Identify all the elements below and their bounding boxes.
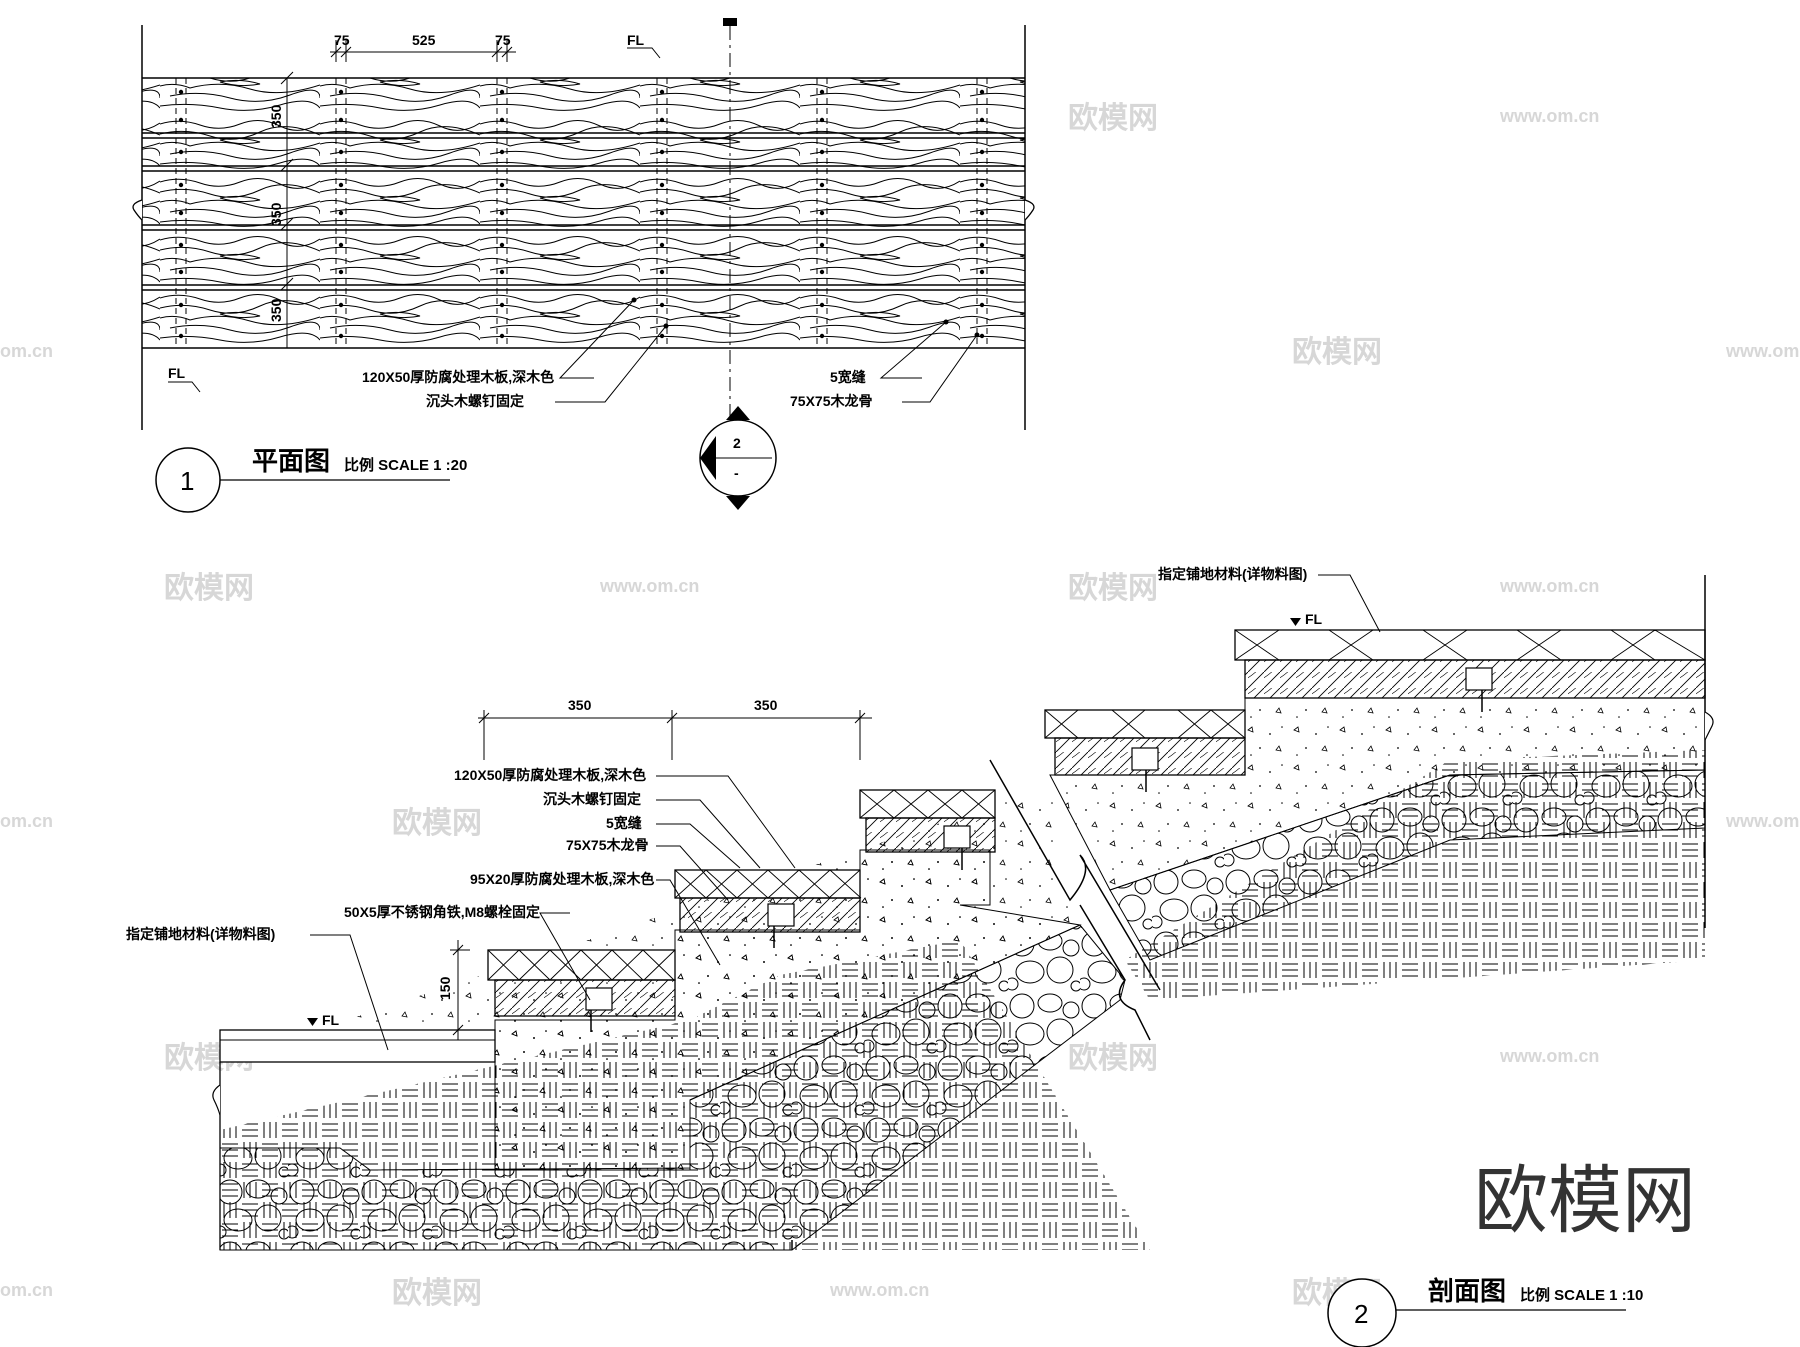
section-floor-note: 指定铺地材料(详物料图) (1158, 566, 1307, 582)
watermark-url: om.cn (0, 1280, 53, 1300)
section-note: 75X75木龙骨 (566, 837, 648, 853)
plan-note: 75X75木龙骨 (790, 393, 872, 409)
watermark-logo: 欧模网 (1068, 1041, 1158, 1076)
section-view-marker (1327, 1278, 1397, 1347)
watermark-url: www.om.cn (1499, 1046, 1599, 1066)
plan-view-number: 1 (180, 466, 194, 496)
plan-note: 沉头木螺钉固定 (426, 393, 524, 409)
section-view: FL FL 350 350 150 (126, 566, 1714, 1347)
section-marker: 2 - (699, 406, 777, 510)
section-dim: 350 (568, 697, 592, 713)
section-marker-sheet: - (734, 465, 739, 481)
plan-dim-left: 350 (268, 298, 284, 322)
plan-dim-left: 350 (268, 104, 284, 128)
watermark-url: www.om.cn (599, 576, 699, 596)
watermark-logo: 欧模网 (392, 1276, 482, 1311)
watermarks: 欧模网 www.om.cn om.cn 欧模网 www.om.cn 欧模网 ww… (0, 101, 1800, 1311)
section-marker-number: 2 (733, 435, 741, 451)
plan-view: 350 350 350 75 525 75 FL FL (132, 18, 1035, 513)
section-note: 沉头木螺钉固定 (543, 791, 641, 807)
watermark-url: www.om.cn (1725, 811, 1800, 831)
watermark-url: om.cn (0, 811, 53, 831)
watermark-logo: 欧模网 (164, 571, 254, 606)
watermark-url: www.om.cn (1499, 576, 1599, 596)
plan-view-scale: 比例 SCALE 1 :20 (344, 456, 467, 474)
watermark-logo: 欧模网 (1068, 571, 1158, 606)
section-fl-label: FL (1305, 611, 1323, 627)
brand-watermark: 欧模网 (1474, 1158, 1696, 1244)
section-view-title: 剖面图 (1428, 1276, 1506, 1307)
section-view-scale: 比例 SCALE 1 :10 (1520, 1286, 1643, 1304)
section-floor-note: 指定铺地材料(详物料图) (126, 926, 275, 942)
plan-note: 120X50厚防腐处理木板,深木色 (362, 369, 554, 385)
plan-fl-label: FL (168, 365, 186, 381)
plan-dim-left: 350 (268, 202, 284, 226)
section-steps (487, 629, 1706, 1032)
section-fl-label: FL (322, 1012, 340, 1028)
plan-dim-top: 75 (334, 32, 350, 48)
plan-view-title: 平面图 (252, 447, 330, 477)
plan-dim-top: 525 (412, 32, 436, 48)
watermark-url: om.cn (0, 341, 53, 361)
section-note: 95X20厚防腐处理木板,深木色 (470, 871, 654, 887)
section-note: 50X5厚不锈钢角铁,M8螺栓固定 (344, 904, 540, 920)
section-note: 5宽缝 (606, 815, 642, 831)
plan-board-field (142, 78, 1025, 348)
watermark-logo: 欧模网 (1068, 101, 1158, 136)
section-dim-height: 150 (437, 976, 453, 1000)
watermark-url: www.om.cn (829, 1280, 929, 1300)
plan-fl-label: FL (627, 32, 645, 48)
watermark-logo: 欧模网 (1292, 335, 1382, 370)
plan-note: 5宽缝 (830, 369, 866, 385)
section-lower-floor (219, 1029, 496, 1063)
section-view-number: 2 (1354, 1299, 1368, 1329)
plan-dim-top: 75 (495, 32, 511, 48)
section-dim: 350 (754, 697, 778, 713)
watermark-url: www.om.cn (1499, 106, 1599, 126)
watermark-url: www.om.cn (1725, 341, 1800, 361)
section-note: 120X50厚防腐处理木板,深木色 (454, 767, 646, 783)
watermark-logo: 欧模网 (392, 806, 482, 841)
